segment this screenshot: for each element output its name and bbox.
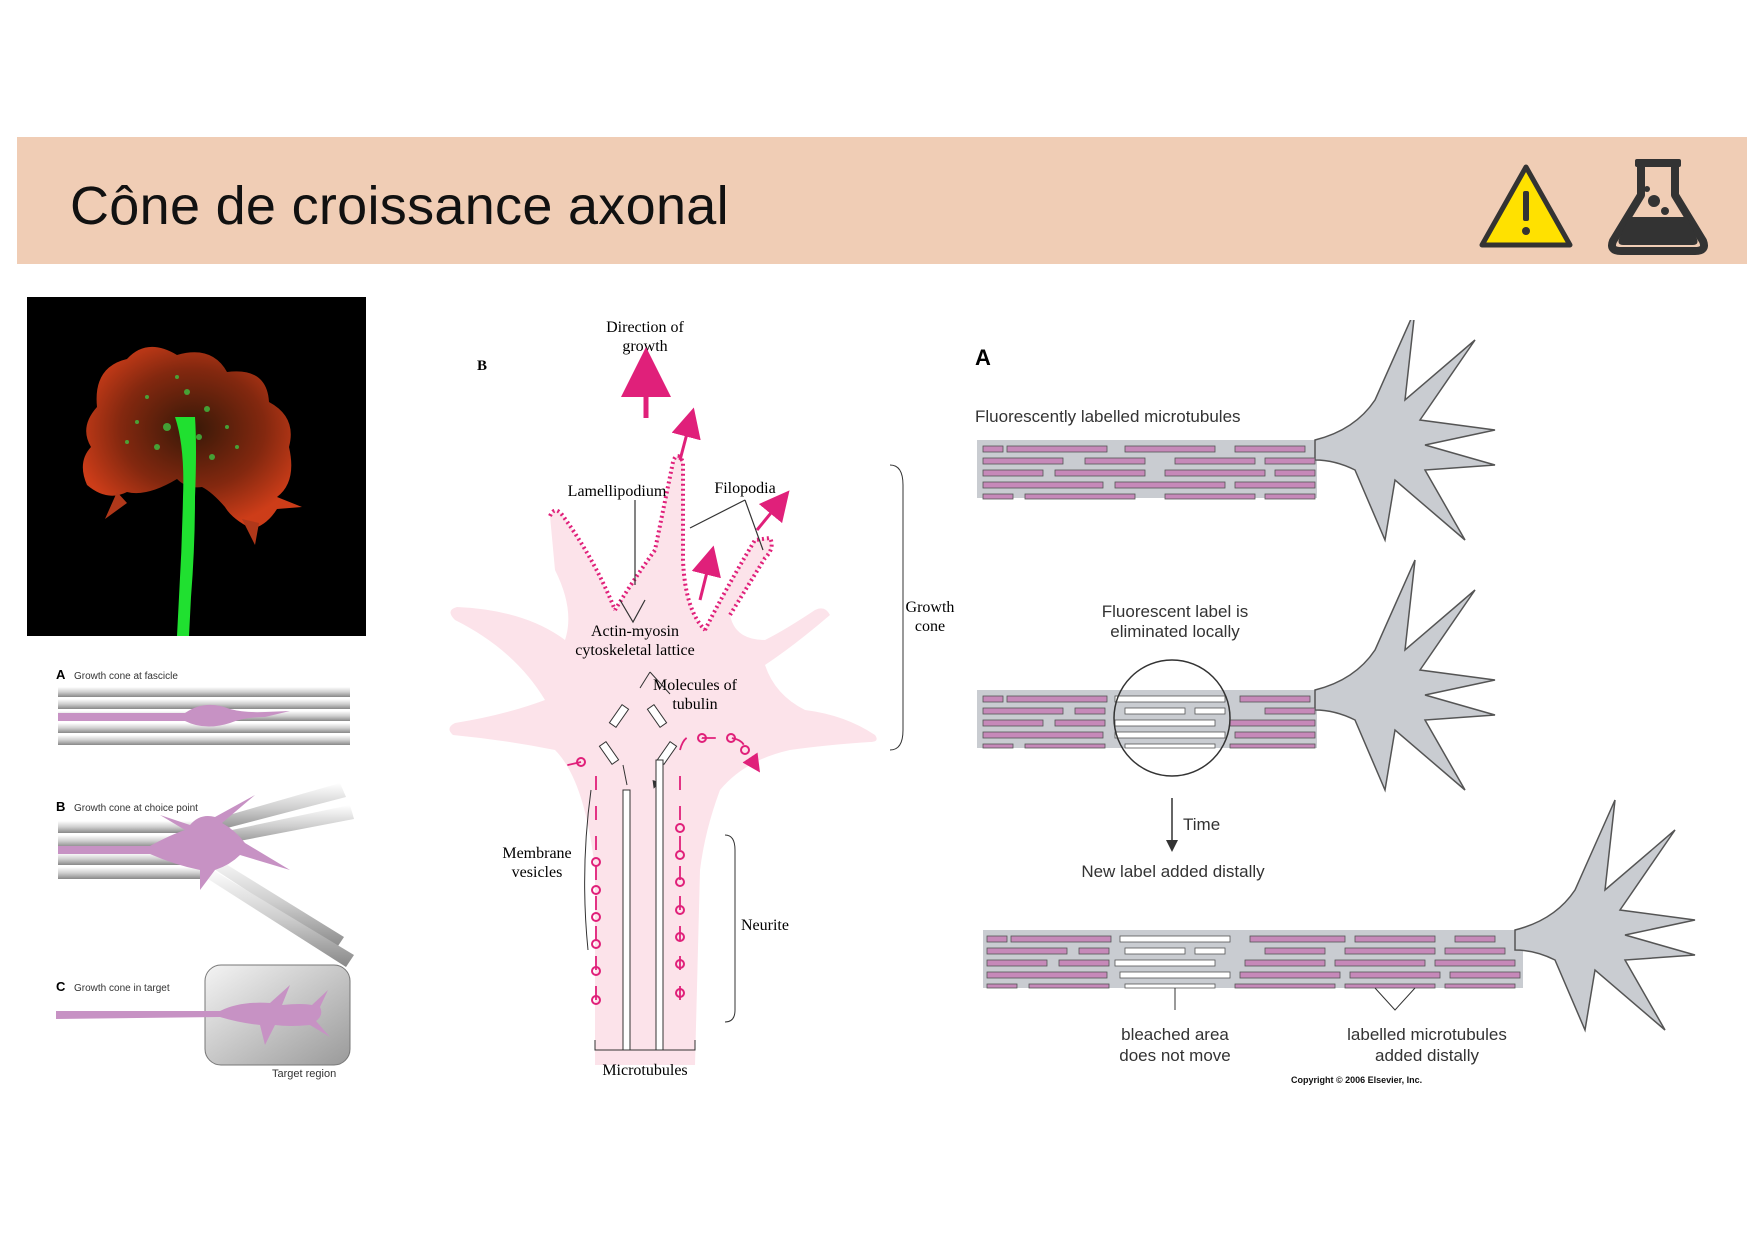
microtubules-label: Microtubules [602, 1062, 687, 1079]
growth-cone-bracket [889, 464, 904, 751]
pathfinding-diagram: A Growth cone at fascicle B Growth cone … [50, 665, 360, 1085]
growth-cone-micrograph [27, 297, 366, 636]
tubulin-line1: Molecules of [653, 677, 738, 694]
filopodia-arrow-1 [671, 407, 701, 461]
label-eliminated-line1: Fluorescent label is [1102, 602, 1248, 621]
labelled-microtubules-line1: labelled microtubules [1347, 1025, 1507, 1044]
pathfinding-c-letter: C [56, 979, 66, 994]
copyright-text: Copyright © 2006 Elsevier, Inc. [1291, 1075, 1422, 1085]
time-label: Time [1183, 815, 1220, 834]
pathfinding-a-letter: A [56, 667, 66, 682]
axon-row-3 [983, 799, 1696, 1031]
pathfinding-a-label: Growth cone at fascicle [74, 671, 178, 682]
warning-triangle-icon [1467, 145, 1585, 257]
neurite-label: Neurite [741, 917, 789, 934]
new-label-text: New label added distally [1081, 862, 1265, 881]
choice-point-rods [58, 783, 354, 967]
filopodia-label: Filopodia [714, 480, 775, 497]
growth-cone-structure-diagram: B Direction of growth Lamellipodium Filo… [445, 310, 965, 1085]
actin-myosin-line2: cytoskeletal lattice [575, 642, 695, 659]
pathfinding-b-letter: B [56, 799, 65, 814]
bleached-area-line2: does not move [1119, 1046, 1231, 1065]
filopodia-arrow-3 [691, 545, 721, 601]
actin-leader [619, 599, 646, 624]
slide-header: Cône de croissance axonal [17, 137, 1747, 264]
actin-myosin-line1: Actin-myosin [591, 623, 679, 640]
axon-row-2 [977, 559, 1496, 791]
target-region-label: Target region [272, 1068, 336, 1080]
microtubule-bleaching-diagram: A Fluorescently labelled microtubules Fl… [975, 309, 1735, 1090]
label-eliminated-line2: eliminated locally [1110, 622, 1240, 641]
slide-title: Cône de croissance axonal [70, 176, 729, 236]
growth-cone-line2: cone [915, 618, 945, 635]
filopodia-outline [548, 454, 774, 632]
neurite-bracket [724, 834, 736, 1023]
axon-a [58, 704, 290, 727]
axon-b [58, 795, 290, 890]
direction-growth-line2: growth [622, 338, 667, 355]
bleaching-panel-letter: A [975, 345, 991, 370]
direction-growth-line1: Direction of [606, 319, 684, 336]
lamellipodium-label: Lamellipodium [568, 483, 667, 500]
pathfinding-b-label: Growth cone at choice point [74, 803, 198, 814]
membrane-vesicles-line2: vesicles [512, 864, 563, 881]
growth-cone-line1: Growth [906, 599, 955, 616]
tubulin-line2: tubulin [672, 696, 717, 713]
membrane-vesicles-line1: Membrane [502, 845, 571, 862]
fluorescent-label-text: Fluorescently labelled microtubules [975, 407, 1241, 426]
labelled-microtubules-line2: added distally [1375, 1046, 1479, 1065]
pathfinding-c-label: Growth cone in target [74, 983, 170, 994]
structure-panel-letter: B [477, 358, 487, 374]
filopodia-arrow-2 [755, 490, 790, 531]
lab-flask-icon [1599, 145, 1717, 257]
axon-row-1 [977, 309, 1496, 541]
bleached-area-line1: bleached area [1121, 1025, 1229, 1044]
bleach-circle [1113, 659, 1231, 777]
label-leaders [634, 499, 764, 585]
axon-c [56, 985, 330, 1045]
